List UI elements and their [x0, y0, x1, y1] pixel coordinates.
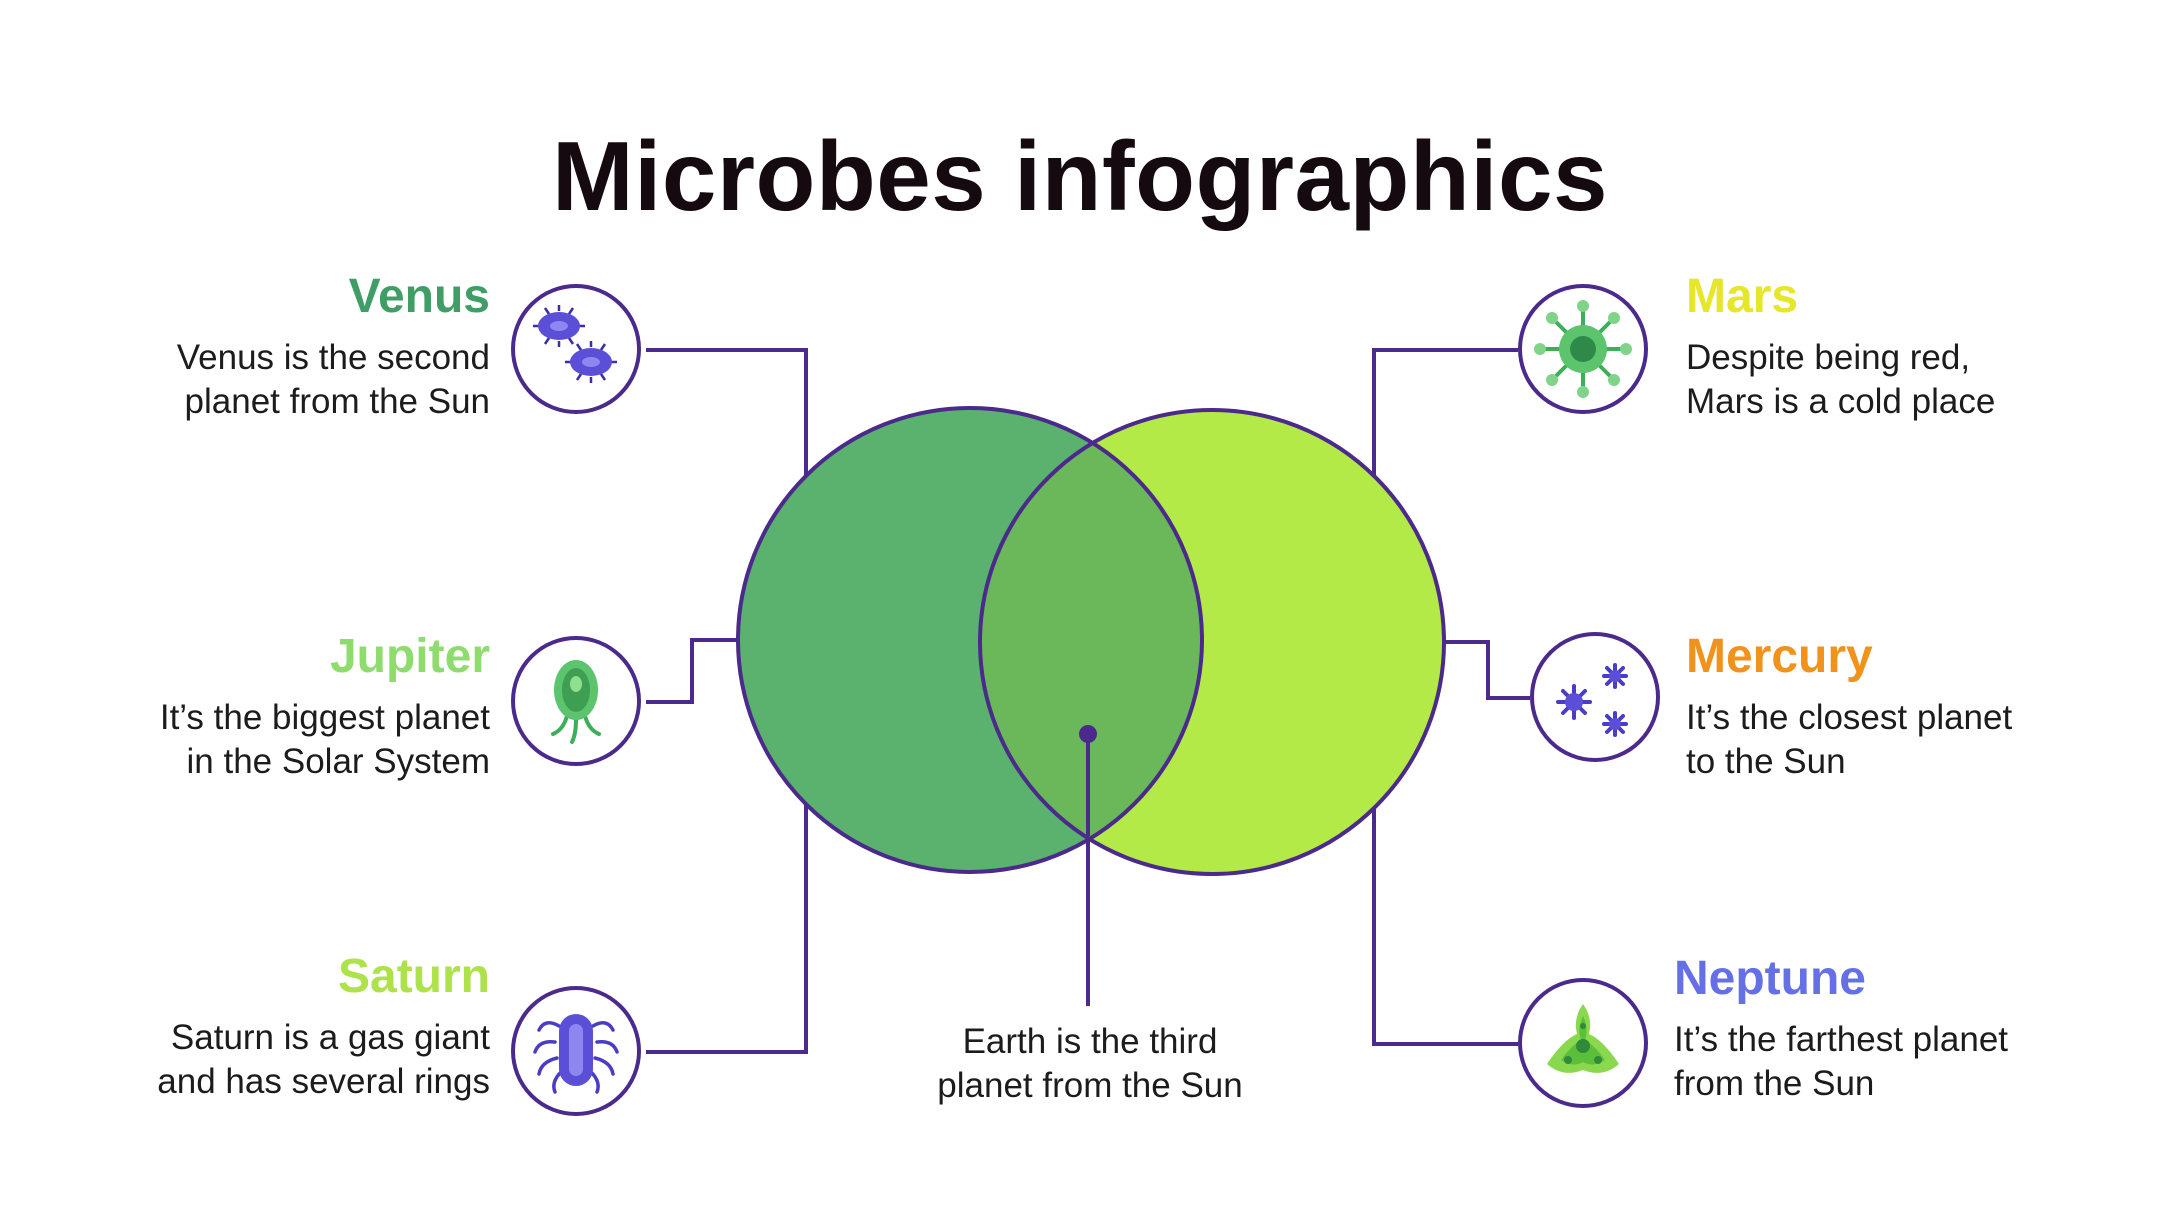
venus-heading: Venus: [348, 270, 490, 323]
connector-venus: [646, 348, 808, 476]
spore-cluster-icon: [1556, 663, 1628, 737]
connector-mars: [1372, 348, 1518, 480]
bacteria-pair-icon: [533, 305, 617, 383]
earth-marker-dot: [1079, 725, 1097, 743]
earth-desc-line2: planet from the Sun: [937, 1066, 1243, 1105]
mercury-block: Mercury It’s the closest planet to the Su…: [1686, 628, 2146, 784]
jupiter-desc-line2: in the Solar System: [186, 742, 490, 781]
connector-saturn: [646, 800, 808, 1054]
neptune-desc-line1: It’s the farthest planet: [1674, 1020, 2009, 1059]
mars-heading: Mars: [1686, 270, 1799, 323]
overlap-region: [980, 410, 1202, 872]
saturn-icon-circle: [511, 986, 641, 1116]
jupiter-icon-circle: [511, 636, 641, 766]
jupiter-block: Jupiter It’s the biggest planet in the So…: [0, 628, 490, 784]
mars-desc-line1: Despite being red,: [1686, 338, 1971, 377]
neptune-icon-circle: [1518, 978, 1648, 1108]
virus-icon: [1534, 300, 1632, 398]
jupiter-heading: Jupiter: [329, 630, 490, 683]
saturn-heading: Saturn: [337, 950, 490, 1003]
saturn-desc-line1: Saturn is a gas giant: [170, 1018, 490, 1057]
connector-jupiter: [646, 638, 738, 704]
earth-desc: Earth is the third planet from the Sun: [880, 1020, 1300, 1108]
neptune-heading: Neptune: [1674, 952, 1866, 1005]
mercury-icon-circle: [1530, 632, 1660, 762]
venus-desc-line2: planet from the Sun: [184, 382, 490, 421]
mars-block: Mars Despite being red, Mars is a cold pl…: [1686, 268, 2146, 424]
saturn-desc-line2: and has several rings: [157, 1062, 490, 1101]
bacterium-flagella-icon: [533, 1014, 619, 1094]
earth-desc-line1: Earth is the third: [962, 1022, 1218, 1061]
mars-icon-circle: [1518, 284, 1648, 414]
mercury-desc-line1: It’s the closest planet: [1686, 698, 2013, 737]
green-cell-icon: [1547, 1004, 1619, 1073]
amoeba-icon: [551, 660, 601, 744]
connector-neptune: [1372, 800, 1518, 1046]
connector-mercury: [1444, 640, 1530, 700]
neptune-desc-line2: from the Sun: [1674, 1064, 1875, 1103]
mars-desc-line2: Mars is a cold place: [1686, 382, 1996, 421]
venus-block: Venus Venus is the second planet from the…: [0, 268, 490, 424]
saturn-block: Saturn Saturn is a gas giant and has seve…: [0, 948, 490, 1104]
jupiter-desc-line1: It’s the biggest planet: [159, 698, 490, 737]
page-title: Microbes infographics: [551, 121, 1608, 231]
venus-desc-line1: Venus is the second: [176, 338, 490, 377]
venus-icon-circle: [511, 284, 641, 414]
mercury-desc-line2: to the Sun: [1686, 742, 1846, 781]
mercury-heading: Mercury: [1686, 630, 1873, 683]
neptune-block: Neptune It’s the farthest planet from the…: [1674, 950, 2144, 1106]
